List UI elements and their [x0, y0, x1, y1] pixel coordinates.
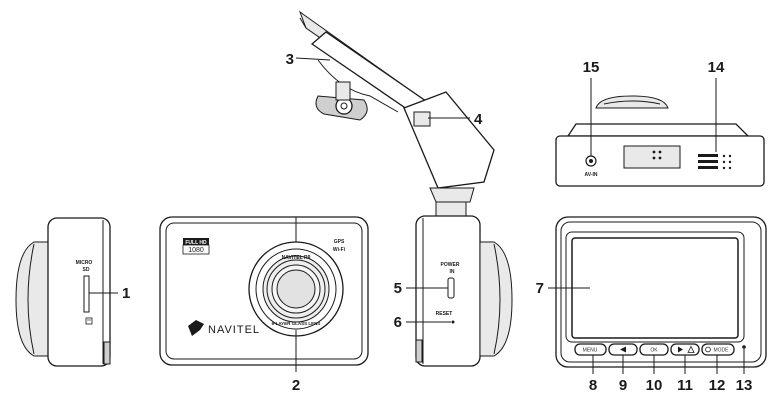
svg-text:NAVITEL: NAVITEL [208, 324, 260, 336]
camera-lens: NAVITEL R9 6-LAYER GLASS LENS [248, 241, 344, 337]
speaker-grille [698, 154, 732, 170]
callout-3: 3 [286, 51, 294, 68]
svg-text:MENU: MENU [583, 348, 598, 354]
svg-text:MODE: MODE [714, 348, 730, 354]
micro-sd-label-2: SD [83, 267, 90, 273]
full-hd-badge [183, 238, 209, 245]
callout-7: 7 [536, 280, 544, 297]
right-button [670, 343, 700, 356]
play-icon [678, 346, 683, 353]
callout-15: 15 [583, 59, 600, 76]
menu-button [574, 343, 607, 356]
svg-text:FULL HD: FULL HD [185, 240, 207, 246]
mode-button [701, 343, 735, 356]
power-in-label: POWER [441, 262, 460, 268]
callout-4: 4 [474, 111, 483, 128]
callout-6: 6 [394, 314, 402, 331]
reset-hole [451, 320, 455, 324]
side-view-right: POWER IN RESET 5 6 [394, 215, 513, 367]
power-in-label-2: IN [450, 269, 455, 275]
micro-sd-slot [83, 275, 90, 313]
callout-5: 5 [394, 280, 402, 297]
callout-13: 13 [736, 377, 753, 394]
gps-label: GPS [334, 239, 345, 245]
callout-2: 2 [292, 377, 300, 394]
reset-label: RESET [436, 311, 453, 317]
callout-10: 10 [646, 377, 663, 394]
av-in-label: AV-IN [585, 172, 598, 178]
svg-text:OK: OK [650, 348, 658, 354]
sd-slot-cover [623, 145, 681, 169]
front-view: FULL HD 1080 GPS Wi-Fi NAVITEL R9 6-LAYE… [159, 216, 369, 394]
callout-11: 11 [677, 377, 693, 394]
lcd-screen [571, 237, 739, 339]
power-port [447, 277, 455, 299]
left-arrow-icon [620, 346, 626, 353]
top-view: AV-IN 15 14 [555, 59, 765, 187]
callout-1: 1 [122, 285, 130, 302]
callout-14: 14 [708, 59, 725, 76]
back-view: MENU OK MODE 7 8 9 10 11 12 13 [536, 216, 767, 394]
svg-text:NAVITEL R9: NAVITEL R9 [282, 255, 311, 261]
callout-8: 8 [589, 377, 597, 394]
warning-icon [687, 345, 695, 353]
mount-assembly: 3 4 [286, 10, 495, 217]
svg-text:1080: 1080 [188, 247, 204, 254]
mount-hinge [315, 81, 368, 121]
wifi-label: Wi-Fi [333, 247, 346, 253]
svg-text:6-LAYER GLASS LENS: 6-LAYER GLASS LENS [272, 321, 321, 326]
power-icon [705, 346, 711, 353]
side-view-left: MICRO SD 1 [15, 217, 130, 367]
navitel-logo: NAVITEL [188, 320, 260, 336]
callout-12: 12 [709, 377, 726, 394]
callout-9: 9 [619, 377, 627, 394]
micro-sd-label: MICRO [76, 260, 93, 266]
sd-card-icon [85, 317, 93, 325]
indicator-led [742, 345, 746, 349]
